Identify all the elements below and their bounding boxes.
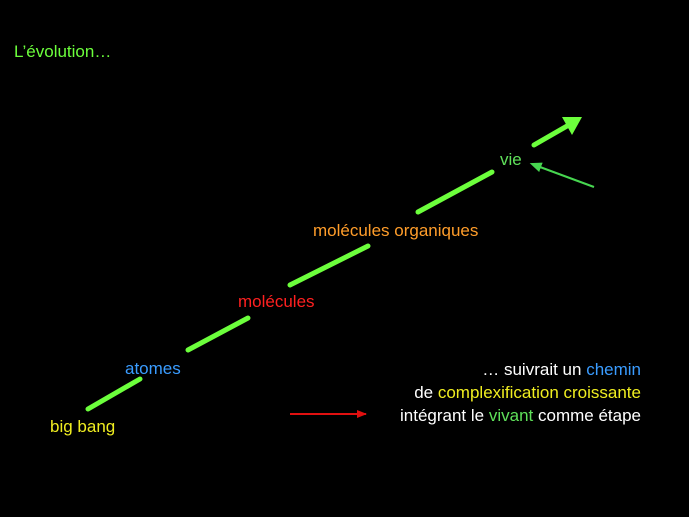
slide-title: L’évolution…	[14, 42, 112, 61]
stage-label-molecules-organiques: molécules organiques	[313, 221, 479, 240]
caption-line-2: de complexification croissante	[400, 381, 641, 404]
caption-line-3-suffix: comme étape	[533, 406, 641, 425]
arrow-segment-1	[85, 376, 143, 412]
evolution-arrow	[85, 117, 582, 412]
caption-line-1: … suivrait un chemin	[400, 358, 641, 381]
caption-line-3: intégrant le vivant comme étape	[400, 404, 641, 427]
arrow-segment-3	[287, 243, 371, 288]
caption-line-1-prefix: … suivrait un	[482, 360, 587, 379]
caption-highlight-vivant: vivant	[488, 406, 534, 425]
stage-label-molecules: molécules	[238, 292, 315, 311]
arrow-head-icon	[562, 117, 582, 135]
arrow-segment-2	[185, 315, 251, 353]
caption-highlight-complexification: complexification croissante	[437, 383, 641, 402]
stage-label-vie: vie	[500, 150, 522, 169]
stage-label-big-bang: big bang	[50, 417, 116, 436]
caption-line-3-prefix: intégrant le	[400, 406, 489, 425]
caption-highlight-chemin: chemin	[586, 360, 641, 379]
stage-label-atomes: atomes	[125, 359, 181, 378]
side-arrow-icon	[529, 162, 595, 188]
arrow-segment-4	[415, 169, 495, 215]
caption: … suivrait un chemin de complexification…	[400, 358, 641, 427]
caption-line-2-prefix: de	[414, 383, 438, 402]
